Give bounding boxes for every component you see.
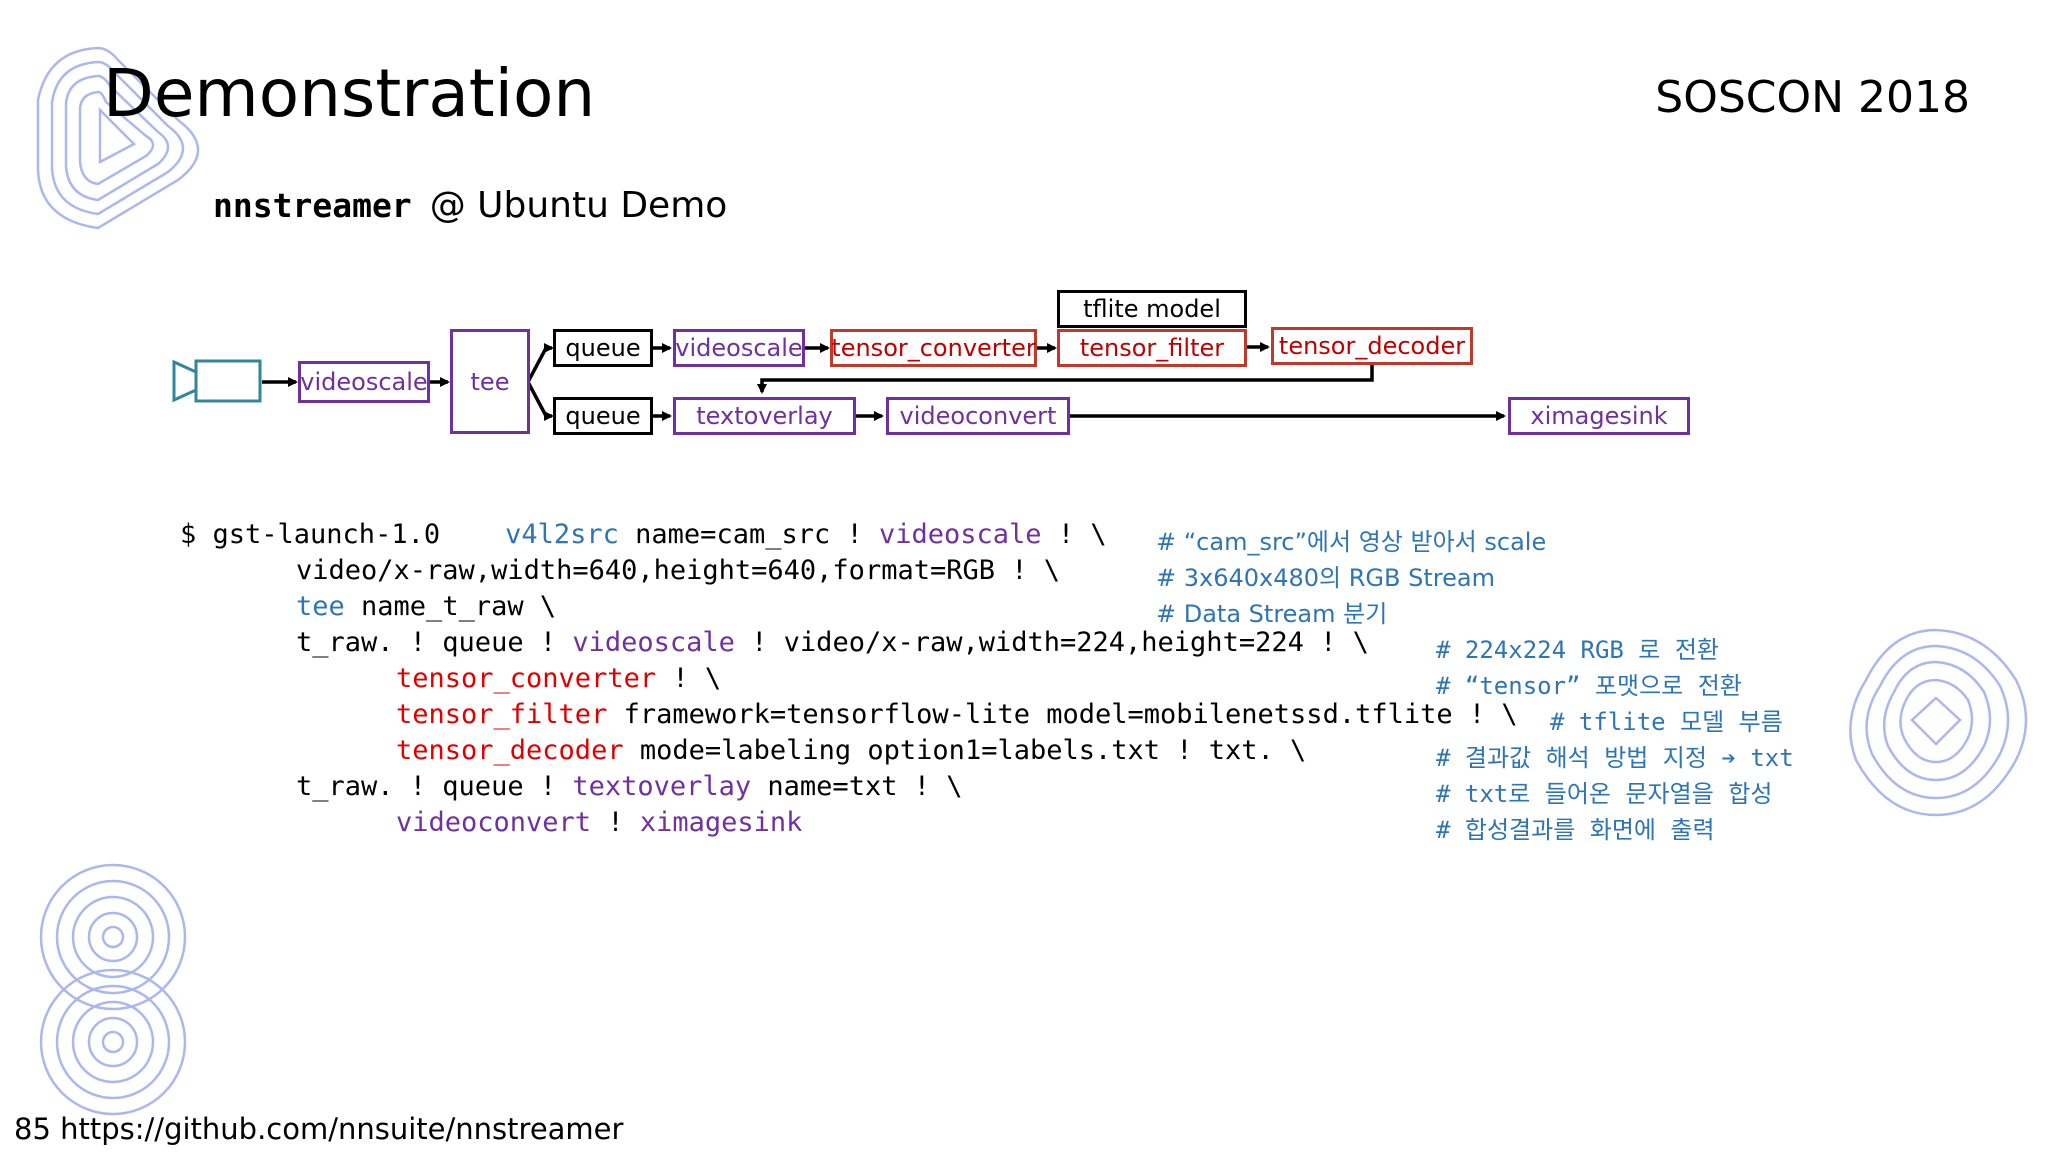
- code-line-7: tensor_decoder mode=labeling option1=lab…: [396, 735, 1307, 766]
- code-keyword: videoscale: [879, 519, 1042, 550]
- footer-link[interactable]: https://github.com/nnsuite/nnstreamer: [60, 1112, 624, 1146]
- code-keyword: videoscale: [572, 627, 735, 658]
- page-number: 85: [14, 1112, 51, 1146]
- code-line-8: t_raw. ! queue ! textoverlay name=txt ! …: [296, 771, 963, 802]
- code-comment-7: # 결과값 해석 방법 지정 ➔ txt: [1436, 744, 1794, 772]
- node-tensor-filter: tensor_filter: [1057, 329, 1247, 367]
- code-keyword: v4l2src: [505, 519, 619, 550]
- node-queue-bottom: queue: [553, 397, 653, 435]
- video-camera-icon: [172, 359, 262, 403]
- code-keyword: tensor_filter: [396, 699, 608, 730]
- slide-title: Demonstration: [103, 55, 596, 132]
- node-videoconvert: videoconvert: [886, 397, 1070, 435]
- connector: [757, 365, 1374, 394]
- connector: [526, 381, 554, 421]
- code-comment-5: # “tensor” 포맷으로 전환: [1436, 672, 1742, 700]
- node-tee: tee: [450, 329, 530, 434]
- code-comment-9: # 합성결과를 화면에 출력: [1436, 816, 1715, 844]
- code-keyword: textoverlay: [572, 771, 752, 802]
- arrow-right-icon: ➔: [1721, 744, 1736, 772]
- soscon-logo-top-left: [36, 46, 200, 230]
- code-keyword: videoconvert: [396, 807, 592, 838]
- node-tensor-converter: tensor_converter: [830, 329, 1037, 367]
- node-ximagesink: ximagesink: [1508, 397, 1690, 435]
- code-comment-6: # tflite 모델 부름: [1550, 708, 1783, 736]
- subtitle-text: @ Ubuntu Demo: [429, 185, 728, 226]
- pipeline-connectors: [172, 342, 1506, 421]
- slide-footer: 85 https://github.com/nnsuite/nnstreamer: [14, 1112, 623, 1146]
- code-comment-2: # 3x640x480의 RGB Stream: [1156, 564, 1495, 592]
- code-line-1: $ gst-launch-1.0 v4l2src name=cam_src ! …: [180, 519, 1107, 550]
- code-comment-4: # 224x224 RGB 로 전환: [1436, 636, 1719, 664]
- code-keyword: tee: [296, 591, 345, 622]
- soscon-logo-bottom-left: [39, 863, 187, 1116]
- slide-subtitle: nnstreamer @ Ubuntu Demo: [213, 185, 727, 226]
- node-videoscale-1: videoscale: [298, 361, 430, 403]
- node-tensor-decoder: tensor_decoder: [1271, 327, 1473, 365]
- code-line-2: video/x-raw,width=640,height=640,format=…: [296, 555, 1061, 586]
- node-tflite-model: tflite model: [1057, 290, 1247, 328]
- code-line-6: tensor_filter framework=tensorflow-lite …: [396, 699, 1518, 730]
- subtitle-code: nnstreamer: [213, 186, 412, 225]
- node-queue-top: queue: [553, 329, 653, 367]
- code-line-3: tee name_t_raw \: [296, 591, 557, 622]
- code-keyword: tensor_decoder: [396, 735, 624, 766]
- code-comment-8: # txt로 들어온 문자열을 합성: [1436, 780, 1773, 808]
- node-textoverlay: textoverlay: [673, 397, 856, 435]
- code-line-5: tensor_converter ! \: [396, 663, 722, 694]
- code-line-9: videoconvert ! ximagesink: [396, 807, 803, 838]
- soscon-logo-right: [1849, 628, 2028, 817]
- code-comment-1: # “cam_src”에서 영상 받아서 scale: [1156, 528, 1547, 556]
- node-videoscale-2: videoscale: [673, 329, 805, 367]
- code-keyword: ximagesink: [639, 807, 803, 838]
- code-line-4: t_raw. ! queue ! videoscale ! video/x-ra…: [296, 627, 1369, 658]
- connector: [526, 343, 554, 383]
- conference-label: SOSCON 2018: [1655, 72, 1970, 123]
- code-keyword: tensor_converter: [396, 663, 657, 694]
- pipeline-diagram: videoscale tee queue queue videoscale te…: [0, 0, 2048, 460]
- code-comment-3: # Data Stream 분기: [1156, 600, 1388, 628]
